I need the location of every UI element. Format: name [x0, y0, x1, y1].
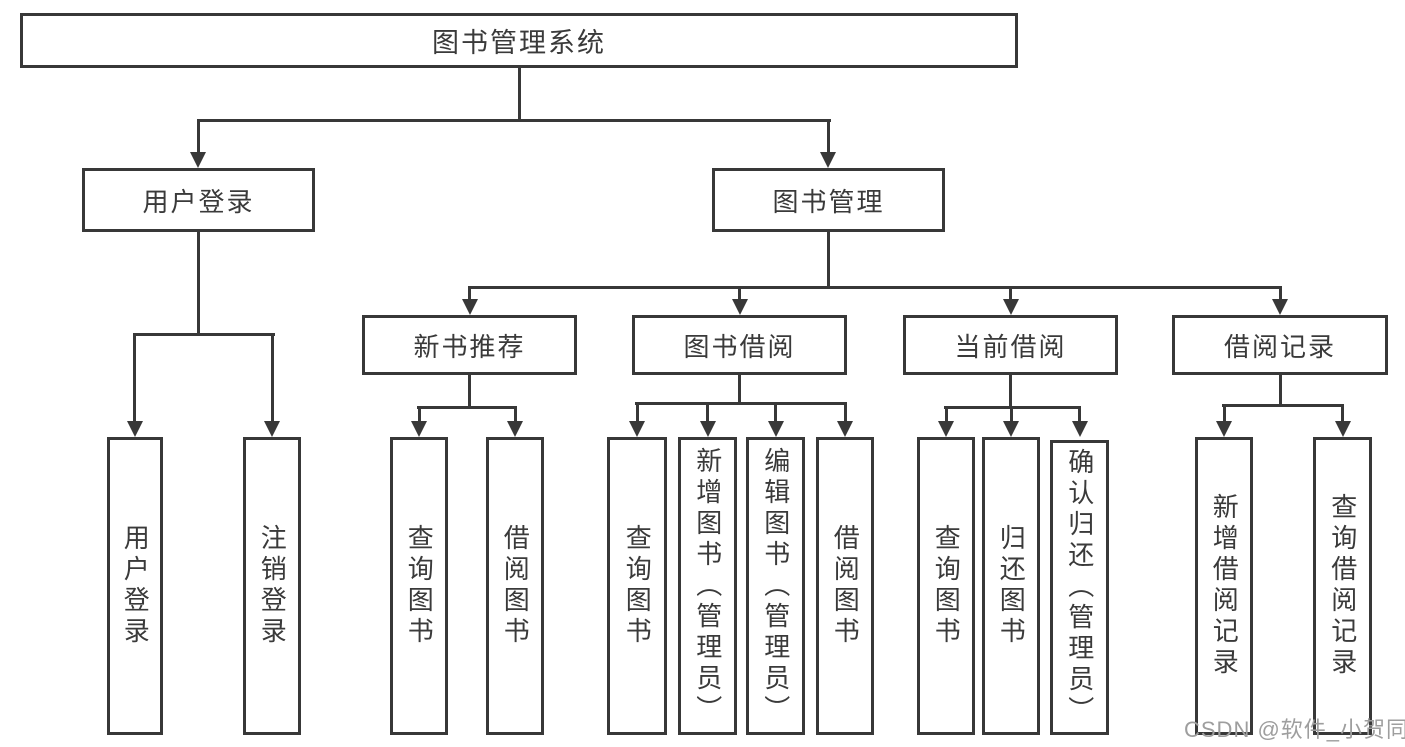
- connector-line: [635, 402, 847, 405]
- arrow-down-icon: [1272, 299, 1288, 315]
- leaf-current-query-books: 查询图书: [917, 437, 975, 735]
- connector-line: [706, 402, 709, 423]
- csdn-watermark: CSDN @软件_小贺同学: [1184, 717, 1405, 742]
- connector-line: [418, 406, 421, 423]
- arrow-down-icon: [1003, 421, 1019, 437]
- arrow-down-icon: [837, 421, 853, 437]
- connector-line: [133, 333, 136, 423]
- connector-line: [417, 406, 517, 409]
- connector-line: [945, 406, 948, 423]
- arrow-down-icon: [507, 421, 523, 437]
- arrow-down-icon: [732, 299, 748, 315]
- connector-line: [1009, 286, 1012, 302]
- connector-line: [1279, 375, 1282, 406]
- connector-line: [468, 375, 471, 408]
- node-root: 图书管理系统: [20, 13, 1018, 68]
- connector-line: [636, 402, 639, 423]
- leaf-current-confirm-return-admin: 确认归还（管理员）: [1050, 440, 1109, 735]
- leaf-borrow-query-books: 查询图书: [607, 437, 667, 735]
- arrow-down-icon: [462, 299, 478, 315]
- arrow-down-icon: [190, 152, 206, 168]
- connector-line: [738, 286, 741, 302]
- connector-line: [827, 232, 830, 288]
- leaf-current-return-books: 归还图书: [982, 437, 1040, 735]
- leaf-borrow-edit-books-admin: 编辑图书（管理员）: [746, 437, 805, 735]
- connector-line: [1009, 375, 1012, 408]
- arrow-down-icon: [1216, 421, 1232, 437]
- leaf-logout: 注销登录: [243, 437, 301, 735]
- arrow-down-icon: [700, 421, 716, 437]
- node-borrow-records: 借阅记录: [1172, 315, 1388, 375]
- connector-line: [738, 375, 741, 404]
- node-book-borrow: 图书借阅: [632, 315, 847, 375]
- connector-line: [197, 232, 200, 336]
- arrow-down-icon: [820, 152, 836, 168]
- leaf-borrow-borrow-books: 借阅图书: [816, 437, 874, 735]
- connector-line: [1279, 286, 1282, 302]
- connector-line: [844, 402, 847, 423]
- leaf-user-login: 用户登录: [107, 437, 163, 735]
- connector-line: [1222, 404, 1344, 407]
- node-book-management: 图书管理: [712, 168, 945, 232]
- arrow-down-icon: [1072, 421, 1088, 437]
- connector-line: [271, 333, 274, 423]
- leaf-records-add-record: 新增借阅记录: [1195, 437, 1253, 735]
- arrow-down-icon: [1335, 421, 1351, 437]
- connector-line: [197, 119, 831, 122]
- leaf-recommend-query-books: 查询图书: [390, 437, 448, 735]
- connector-line: [518, 68, 521, 121]
- node-current-borrow: 当前借阅: [903, 315, 1118, 375]
- connector-line: [468, 286, 471, 302]
- arrow-down-icon: [264, 421, 280, 437]
- connector-line: [1078, 406, 1081, 423]
- node-new-book-recommend: 新书推荐: [362, 315, 577, 375]
- connector-line: [1223, 404, 1226, 423]
- leaf-records-query-record: 查询借阅记录: [1313, 437, 1372, 735]
- arrow-down-icon: [629, 421, 645, 437]
- connector-line: [774, 402, 777, 423]
- arrow-down-icon: [938, 421, 954, 437]
- node-user-login: 用户登录: [82, 168, 315, 232]
- arrow-down-icon: [411, 421, 427, 437]
- arrow-down-icon: [1003, 299, 1019, 315]
- connector-line: [1341, 404, 1344, 423]
- connector-line: [133, 333, 275, 336]
- connector-line: [514, 406, 517, 423]
- connector-line: [827, 119, 830, 154]
- connector-line: [1010, 406, 1013, 423]
- arrow-down-icon: [768, 421, 784, 437]
- leaf-recommend-borrow-books: 借阅图书: [486, 437, 544, 735]
- connector-line: [468, 286, 1282, 289]
- arrow-down-icon: [127, 421, 143, 437]
- leaf-borrow-add-books-admin: 新增图书（管理员）: [678, 437, 737, 735]
- connector-line: [197, 119, 200, 154]
